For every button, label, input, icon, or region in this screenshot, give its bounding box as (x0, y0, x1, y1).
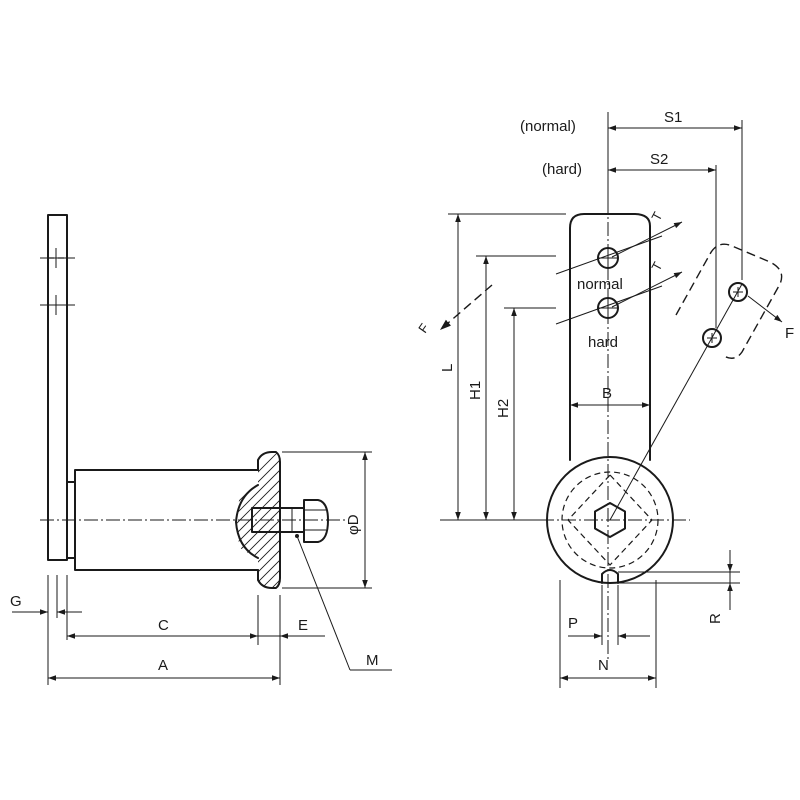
hole-label-normal: normal (577, 276, 623, 293)
dim-label-m: M (366, 652, 379, 669)
dim-label-r: R (707, 613, 724, 624)
flange-section (235, 451, 281, 589)
dim-label-p: P (568, 615, 578, 632)
dim-label-s1: S1 (664, 109, 682, 126)
dim-label-h2: H2 (495, 399, 512, 418)
force-label-left: F (415, 321, 432, 336)
side-view: G C E A φD M (10, 214, 392, 685)
label-hard-paren: (hard) (542, 161, 582, 178)
mounting-plate (40, 214, 76, 561)
dim-label-g: G (10, 593, 22, 610)
dim-label-b: B (602, 385, 612, 402)
dim-label-t-upper: T (648, 209, 665, 223)
hole-label-hard: hard (588, 334, 618, 351)
dim-label-h1: H1 (467, 381, 484, 400)
dim-label-l: L (439, 364, 456, 372)
front-view: normal hard T T F F S1 S2 (normal) (hard (415, 109, 794, 688)
dim-label-n: N (598, 657, 609, 674)
dim-label-s2: S2 (650, 151, 668, 168)
force-label-right: F (785, 325, 794, 342)
label-normal-paren: (normal) (520, 118, 576, 135)
dim-label-c: C (158, 617, 169, 634)
dim-label-phi-d: φD (345, 514, 362, 535)
dim-label-e: E (298, 617, 308, 634)
dim-label-a: A (158, 657, 168, 674)
